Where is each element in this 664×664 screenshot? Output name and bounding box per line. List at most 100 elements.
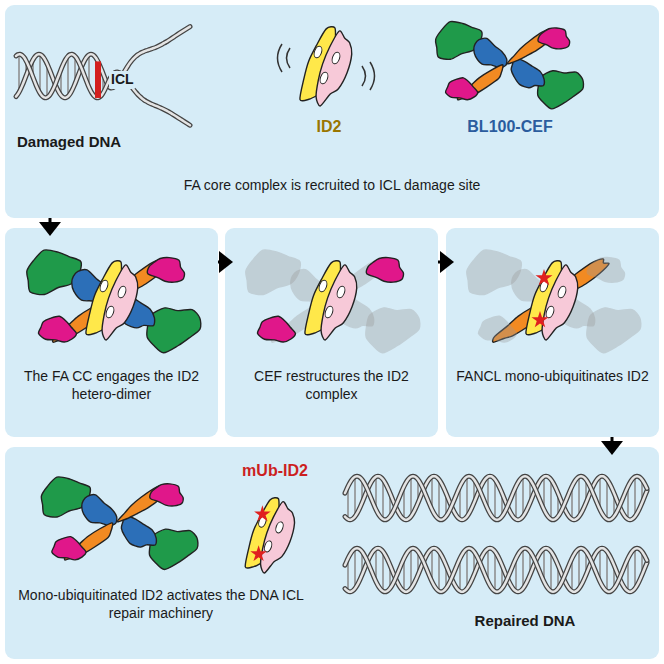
subunit-pocket — [336, 285, 347, 299]
subunit-pocket — [545, 305, 556, 319]
subunit-pocket — [319, 71, 330, 85]
subunit-pocket — [313, 45, 324, 59]
subunit-pocket — [99, 279, 110, 293]
fanci-subunit — [321, 265, 357, 340]
base-pair — [438, 479, 440, 519]
magenta-subunit — [147, 258, 184, 283]
base-pair — [578, 549, 580, 589]
base-pair — [354, 549, 356, 589]
magenta-subunit — [52, 537, 86, 560]
dna-strand-fill — [16, 54, 190, 125]
ghost-subunit — [587, 258, 624, 283]
panel-text: The FA CC engages the ID2 hetero-dimer — [13, 368, 210, 403]
core-complex — [436, 21, 584, 108]
panel-text: mUb-ID2 — [227, 461, 323, 481]
ghost-subunit — [587, 308, 641, 353]
dna-strand-fill — [345, 476, 647, 520]
base-pair — [382, 479, 384, 519]
step-arrow — [218, 261, 225, 264]
panel-text: ID2 — [301, 117, 357, 137]
dna-strand-fill — [345, 548, 647, 592]
base-pair — [578, 477, 580, 517]
dna-strand-fill — [345, 548, 647, 592]
panel-text: Repaired DNA — [425, 612, 625, 631]
subunit-pocket — [324, 305, 335, 319]
base-pair — [634, 477, 636, 517]
ghost-subunit — [478, 316, 516, 342]
magenta-subunit — [538, 28, 570, 49]
panel: mUb-ID2Mono-ubiquitinated ID2 activates … — [5, 447, 659, 659]
step-arrow — [611, 437, 614, 447]
base-pair — [494, 551, 496, 591]
panel-text: FA core complex is recruited to ICL dama… — [5, 177, 659, 195]
dna-strand — [345, 476, 647, 520]
dna-strand — [16, 27, 190, 98]
ubiquitin-star — [531, 311, 548, 327]
panel-text: FANCL mono-ubiquitinates ID2 — [454, 368, 651, 386]
blue-subunit — [511, 58, 544, 88]
subunit-pocket — [318, 279, 329, 293]
motion-mark — [362, 66, 366, 86]
green-subunit — [149, 529, 198, 569]
base-pair — [634, 549, 636, 589]
motion-mark — [278, 44, 283, 72]
dna-strand — [345, 476, 647, 520]
base-pair — [494, 479, 496, 519]
subunit-pocket — [263, 540, 273, 553]
dna-strand — [345, 548, 647, 592]
core-complex — [467, 250, 641, 353]
base-pair — [410, 549, 412, 589]
base-pair — [606, 551, 608, 591]
subunit-pocket — [557, 285, 568, 299]
panel-text: CEF restructures the ID2 complex — [233, 368, 430, 403]
ghost-subunit — [366, 308, 420, 353]
panel-label: Damaged DNA — [17, 133, 157, 152]
green-subunit — [538, 71, 584, 109]
step-arrow — [438, 261, 446, 264]
base-pair — [550, 551, 552, 591]
blue-subunit — [474, 38, 507, 67]
base-pair — [522, 477, 524, 517]
base-pair — [67, 56, 69, 97]
ubiquitin-star — [254, 505, 271, 521]
base-pair — [522, 549, 524, 589]
step-arrow — [49, 218, 52, 228]
panel-text: BL100-CEF — [445, 117, 575, 137]
magenta-subunit — [38, 316, 76, 342]
subunit-pocket — [117, 285, 128, 299]
blue-subunit — [121, 516, 156, 548]
base-pair — [606, 479, 608, 519]
subunit-pocket — [331, 51, 342, 65]
subunit-pocket — [274, 521, 284, 534]
base-pair — [410, 477, 412, 517]
base-pair — [354, 477, 356, 517]
base-pair — [550, 479, 552, 519]
base-pair — [466, 477, 468, 517]
motion-mark — [287, 48, 291, 68]
magenta-subunit — [257, 316, 295, 342]
motion-mark — [370, 62, 375, 90]
dna-helix — [16, 27, 190, 126]
panel-text: ICL — [109, 71, 136, 89]
dna-strand-fill — [345, 476, 647, 520]
blue-subunit — [82, 495, 117, 526]
base-pair — [466, 549, 468, 589]
base-pair — [438, 551, 440, 591]
magenta-subunit — [445, 78, 477, 100]
dna-helix — [345, 476, 647, 520]
dna-helix — [345, 548, 647, 592]
ubiquitin-star — [535, 269, 552, 285]
magenta-subunit — [150, 484, 183, 506]
fanci-subunit — [102, 265, 138, 340]
green-subunit — [147, 308, 201, 353]
fanci-subunit — [316, 31, 352, 106]
ubiquitin-star — [250, 545, 267, 561]
core-complex — [246, 250, 420, 353]
panel-text: Mono-ubiquitinated ID2 activates the DNA… — [11, 587, 311, 622]
dna-strand-fill — [16, 27, 190, 98]
icl-crosslink — [95, 61, 101, 98]
core-complex — [41, 477, 198, 570]
dna-strand — [345, 548, 647, 592]
